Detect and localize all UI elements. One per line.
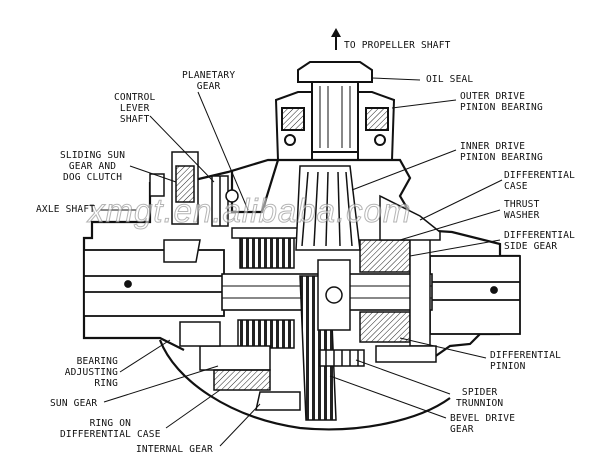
label-ring-on-differential-case: RING ON DIFFERENTIAL CASE: [60, 418, 161, 440]
label-inner-drive-pinion-bearing: INNER DRIVE PINION BEARING: [460, 141, 543, 163]
label-spider-trunnion: SPIDER TRUNNION: [456, 387, 504, 409]
control-lever-shaft: [211, 175, 239, 227]
label-sun-gear: SUN GEAR: [50, 398, 98, 409]
watermark: xmgt.en.alibaba.com: [88, 192, 412, 230]
label-differential-side-gear: DIFFERENTIAL SIDE GEAR: [504, 230, 576, 252]
leader-lines: [100, 77, 503, 447]
axle-shaft-left: [83, 249, 225, 317]
pinion-housing: [274, 61, 396, 161]
axle-shaft-right: [429, 255, 521, 335]
propeller-arrow: [331, 28, 341, 50]
label-thrust-washer: THRUST WASHER: [504, 199, 540, 221]
label-internal-gear: INTERNAL GEAR: [136, 444, 213, 455]
differential-case: [375, 194, 441, 363]
sliding-sun-gear: [149, 151, 201, 263]
label-to-propeller-shaft: TO PROPELLER SHAFT: [344, 40, 451, 51]
side-gears: [359, 237, 431, 347]
label-axle-shaft: AXLE SHAFT: [36, 204, 96, 215]
label-outer-drive-pinion-bearing: OUTER DRIVE PINION BEARING: [460, 91, 543, 113]
label-differential-case: DIFFERENTIAL CASE: [504, 170, 576, 192]
label-oil-seal: OIL SEAL: [426, 74, 474, 85]
label-bevel-drive-gear: BEVEL DRIVE GEAR: [450, 413, 516, 435]
planetary-gear: [231, 227, 303, 349]
label-sliding-sun-gear-dog-clutch: SLIDING SUN GEAR AND DOG CLUTCH: [60, 150, 126, 183]
label-planetary-gear: PLANETARY GEAR: [182, 70, 236, 92]
label-control-lever-shaft: CONTROL LEVER SHAFT: [114, 92, 156, 125]
label-differential-pinion: DIFFERENTIAL PINION: [490, 350, 562, 372]
label-bearing-adjusting-ring: BEARING ADJUSTING RING: [64, 356, 118, 389]
spider-trunnion: [319, 349, 365, 367]
bevel-drive-gear: [299, 259, 351, 421]
sun-and-internal-gear: [179, 321, 301, 411]
